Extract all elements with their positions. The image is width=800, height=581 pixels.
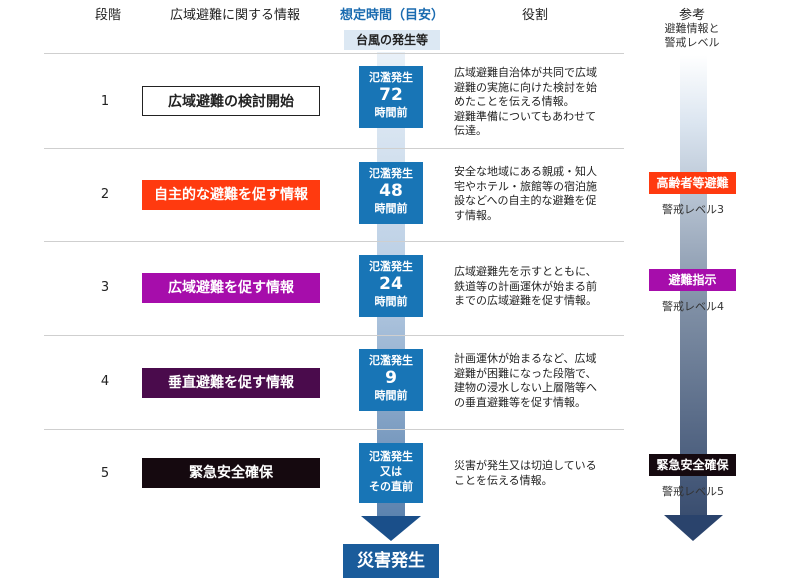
role-line: 設などへの自主的な避難を促 — [454, 194, 597, 207]
time-box-3: 氾濫発生 24 時間前 — [359, 255, 423, 317]
stage-number: 3 — [100, 280, 110, 295]
level-text-4: 警戒レベル4 — [662, 300, 724, 313]
role-line: ことを伝える情報。 — [454, 473, 553, 487]
time-box-5: 氾濫発生 又は その直前 — [359, 443, 423, 503]
role-line: 避難の実施に向けた検討を始 — [454, 80, 597, 94]
role-line: 宅やホテル・旅館等の宿泊施 — [454, 179, 597, 193]
header-ref-sub-2: 警戒レベル — [664, 36, 720, 49]
time-box-bottom: その直前 — [369, 480, 413, 493]
level-arrow-head — [664, 515, 723, 541]
header-ref: 参考 — [678, 8, 705, 23]
header-time: 想定時間（目安） — [339, 8, 444, 23]
row-divider — [44, 335, 624, 336]
header-info: 広域避難に関する情報 — [169, 8, 300, 23]
time-box-number: 72 — [379, 85, 403, 105]
level-text-5: 警戒レベル5 — [662, 485, 724, 498]
header-role: 役割 — [521, 8, 548, 23]
info-label-5: 緊急安全確保 — [142, 458, 320, 488]
role-text-4: 計画運休が始まるなど、広域 避難が困難になった段階で、 建物の浸水しない上層階等… — [454, 352, 614, 410]
typhoon-label: 台風の発生等 — [344, 30, 440, 50]
row-divider — [44, 241, 624, 242]
role-line: めたことを伝える情報。 — [454, 95, 575, 108]
role-text-2: 安全な地域にある親戚・知人 宅やホテル・旅館等の宿泊施 設などへの自主的な避難を… — [454, 165, 614, 223]
header-stage: 段階 — [94, 8, 121, 23]
header-ref-sub-1: 避難情報と — [664, 22, 720, 35]
stage-number: 5 — [100, 466, 110, 481]
stage-number: 4 — [100, 374, 110, 389]
role-line: までの広域避難を促す情報。 — [454, 294, 597, 307]
level-badge-5: 緊急安全確保 — [649, 454, 736, 476]
role-line: 建物の浸水しない上層階等へ — [454, 381, 597, 394]
time-box-bottom: 時間前 — [374, 202, 408, 215]
role-text-3: 広域避難先を示すとともに、 鉄道等の計画運休が始まる前 までの広域避難を促す情報… — [454, 265, 614, 309]
time-box-bottom: 時間前 — [374, 389, 408, 402]
disaster-label: 災害発生 — [343, 544, 439, 578]
role-line: 伝達。 — [454, 124, 487, 137]
row-divider — [44, 53, 624, 54]
time-box-4: 氾濫発生 9 時間前 — [359, 349, 423, 411]
stage-number: 1 — [100, 94, 110, 109]
time-box-bottom: 時間前 — [374, 295, 408, 308]
role-line: 安全な地域にある親戚・知人 — [454, 165, 597, 178]
time-box-top: 氾濫発生 — [369, 71, 413, 84]
role-line: 避難準備についてもあわせて — [454, 109, 597, 123]
role-line: 災害が発生又は切迫している — [454, 459, 597, 472]
info-label-2: 自主的な避難を促す情報 — [142, 180, 320, 210]
role-line: す情報。 — [454, 208, 498, 222]
time-box-top: 氾濫発生 — [369, 167, 413, 180]
row-divider — [44, 429, 624, 430]
level-text-3: 警戒レベル3 — [662, 203, 724, 216]
time-box-1: 氾濫発生 72 時間前 — [359, 66, 423, 128]
time-box-top: 氾濫発生 — [369, 354, 413, 367]
role-line: の垂直避難等を促す情報。 — [454, 395, 586, 409]
role-text-1: 広域避難自治体が共同で広域 避難の実施に向けた検討を始 めたことを伝える情報。 … — [454, 66, 614, 139]
role-line: 計画運休が始まるなど、広域 — [454, 352, 597, 365]
stage-number: 2 — [100, 187, 110, 202]
time-box-number: 24 — [379, 274, 403, 294]
info-label-1: 広域避難の検討開始 — [142, 86, 320, 116]
level-badge-3: 高齢者等避難 — [649, 172, 736, 194]
role-line: 広域避難自治体が共同で広域 — [454, 66, 597, 79]
time-box-top: 氾濫発生 — [369, 450, 413, 463]
role-line: 避難が困難になった段階で、 — [454, 366, 597, 380]
info-label-3: 広域避難を促す情報 — [142, 273, 320, 303]
time-box-bottom: 時間前 — [374, 106, 408, 119]
time-box-number: 9 — [385, 368, 397, 388]
role-line: 広域避難先を示すとともに、 — [454, 265, 597, 278]
role-text-5: 災害が発生又は切迫している ことを伝える情報。 — [454, 459, 614, 488]
time-box-2: 氾濫発生 48 時間前 — [359, 162, 423, 224]
level-badge-4: 避難指示 — [649, 269, 736, 291]
time-arrow-head — [361, 516, 421, 541]
role-line: 鉄道等の計画運休が始まる前 — [454, 279, 597, 293]
time-box-top: 氾濫発生 — [369, 260, 413, 273]
row-divider — [44, 148, 624, 149]
time-box-number: 48 — [379, 181, 403, 201]
time-box-middle: 又は — [380, 465, 402, 478]
info-label-4: 垂直避難を促す情報 — [142, 368, 320, 398]
